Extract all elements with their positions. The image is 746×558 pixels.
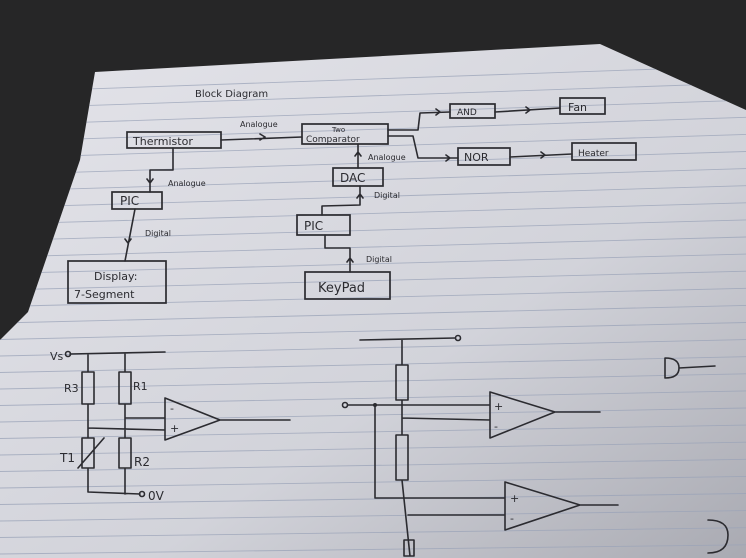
label-and: AND xyxy=(457,108,477,118)
block-diagram: Block Diagram Thermistor Two Comparator … xyxy=(67,89,637,304)
label-thermistor: Thermistor xyxy=(132,135,193,148)
opamp-plus: + xyxy=(170,422,179,435)
resistor-label: R1 xyxy=(133,380,148,393)
label-nor: NOR xyxy=(464,151,489,164)
opamp-minus: - xyxy=(510,512,514,525)
block-heater xyxy=(571,142,637,161)
ruled-line xyxy=(0,236,746,258)
block-display xyxy=(67,260,167,304)
signal-arrows xyxy=(124,106,573,273)
block-pic-right xyxy=(296,214,351,236)
resistor-label: R2 xyxy=(134,455,150,469)
label-pic-right: PIC xyxy=(304,219,323,233)
ruled-line xyxy=(0,510,746,522)
ruled-line xyxy=(0,304,746,324)
label-comparator-1: Two xyxy=(331,126,345,134)
terminal-icon xyxy=(341,401,349,409)
ruled-line xyxy=(0,202,746,225)
ruled-line xyxy=(0,151,746,175)
ruled-line xyxy=(0,373,746,390)
label-dac: DAC xyxy=(340,171,365,185)
label-comparator-2: Comparator xyxy=(306,135,360,145)
terminal-icon xyxy=(138,490,146,498)
ruled-line xyxy=(0,82,746,109)
circuit-right: + - + - xyxy=(341,334,729,557)
supply-label: Vs xyxy=(50,350,64,363)
signal-label: Analogue xyxy=(240,120,278,129)
ruled-line xyxy=(0,185,746,208)
diagram-title: Block Diagram xyxy=(195,89,268,100)
ruled-line xyxy=(0,116,746,142)
label-display-2: 7-Segment xyxy=(74,288,135,301)
label-display-1: Display: xyxy=(94,270,137,283)
ruled-line xyxy=(0,99,746,126)
block-pic-left xyxy=(111,191,163,210)
opamp-minus: - xyxy=(170,402,174,415)
resistor-label: R3 xyxy=(64,382,79,395)
junction-dot xyxy=(373,403,377,407)
signal-label: Digital xyxy=(366,255,392,264)
signal-label: Analogue xyxy=(368,153,406,162)
opamp-minus: - xyxy=(494,420,498,433)
ruled-line xyxy=(0,133,746,159)
ruled-line xyxy=(0,322,746,340)
ruled-line xyxy=(0,390,746,406)
block-keypad xyxy=(304,271,391,300)
ruled-line xyxy=(0,270,746,291)
ruled-line xyxy=(0,253,746,274)
label-pic-left: PIC xyxy=(120,194,139,208)
thermistor-label: T1 xyxy=(59,451,75,465)
signal-label: Digital xyxy=(374,191,400,200)
label-keypad: KeyPad xyxy=(318,281,365,296)
ruled-line xyxy=(0,65,746,93)
circuit-left: Vs R3 R1 T1 R2 0V - + xyxy=(50,350,291,503)
ruled-line xyxy=(0,544,746,555)
ruled-line xyxy=(0,219,746,241)
opamp-plus: + xyxy=(494,400,503,413)
terminal-icon xyxy=(454,334,462,342)
ruled-line xyxy=(0,168,746,192)
label-heater: Heater xyxy=(578,149,609,159)
signal-label: Analogue xyxy=(168,179,206,188)
ruled-line xyxy=(0,527,746,538)
signal-label: Digital xyxy=(145,229,171,238)
label-fan: Fan xyxy=(568,101,587,114)
circuit-left-wiring xyxy=(69,351,291,495)
block-fan xyxy=(559,97,606,115)
circuit-right-wiring xyxy=(347,337,729,557)
ground-label: 0V xyxy=(148,489,165,503)
terminal-icon xyxy=(64,350,72,358)
ruled-line xyxy=(0,441,746,456)
opamp-plus: + xyxy=(510,492,519,505)
ruled-line xyxy=(0,493,746,505)
block-comparator xyxy=(301,123,389,145)
block-and xyxy=(449,103,496,119)
paper-sheet xyxy=(0,44,746,558)
